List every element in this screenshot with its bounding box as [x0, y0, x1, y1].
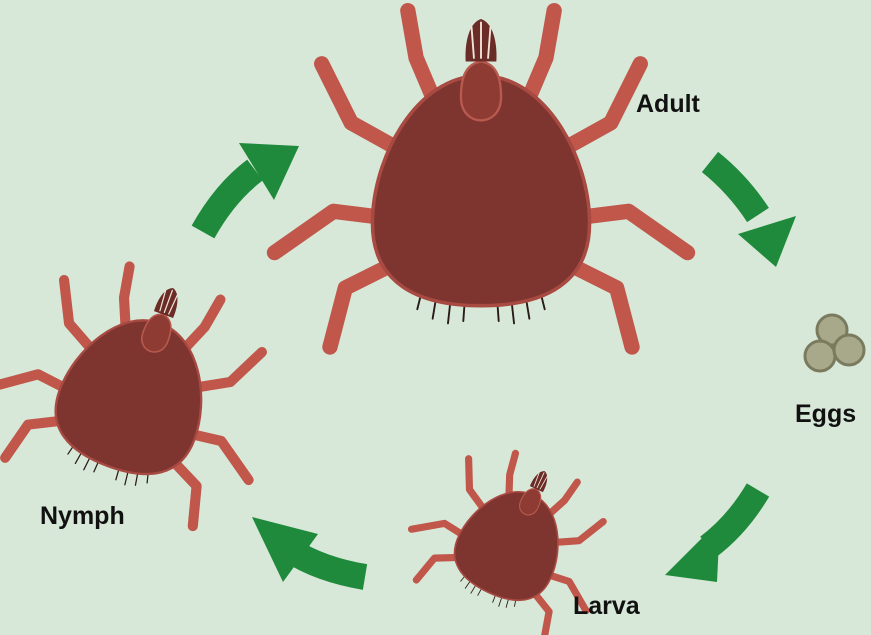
mite-adult-icon [275, 11, 688, 347]
arrow-adult-to-eggs [710, 162, 796, 267]
label-nymph: Nymph [40, 504, 125, 529]
arrow-larva-to-nymph [252, 517, 365, 582]
arrow-nymph-to-adult [203, 143, 299, 232]
mite-nymph-icon [0, 236, 303, 538]
egg-cluster-icon [805, 315, 864, 371]
label-larva: Larva [573, 594, 640, 619]
label-adult: Adult [636, 92, 700, 117]
label-eggs: Eggs [795, 402, 856, 427]
arrow-eggs-to-larva [665, 490, 758, 582]
